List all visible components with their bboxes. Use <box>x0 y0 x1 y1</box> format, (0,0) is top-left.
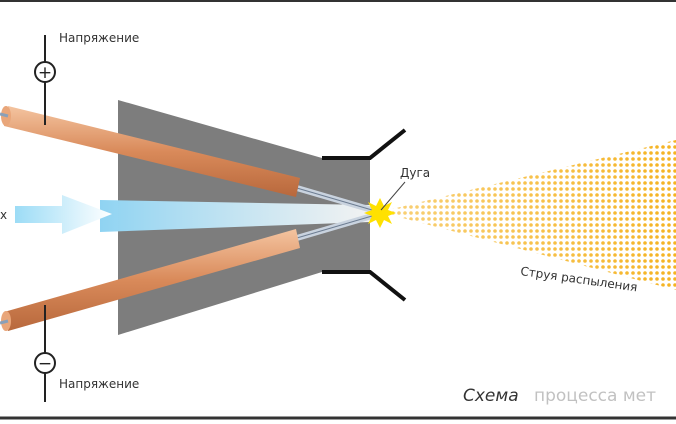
air-arrow-icon <box>15 195 112 234</box>
electrode-top <box>0 106 300 197</box>
arc-spark-icon <box>364 198 396 228</box>
wire-bottom-edge <box>289 215 373 241</box>
wire-top-edge <box>289 185 373 211</box>
arc-label: Дуга <box>400 166 430 180</box>
minus-icon: − <box>34 352 56 374</box>
caption-main: Схема <box>463 386 519 406</box>
caption-watermarked: процесса мет <box>534 386 656 406</box>
spray-cone-fade <box>380 140 676 290</box>
nozzle-bottom-edge <box>322 270 407 302</box>
nozzle-top-edge <box>322 128 407 160</box>
electrode-bottom <box>0 229 300 331</box>
minus-symbol: − <box>38 354 52 374</box>
voltage-label-bottom: Напряжение <box>59 377 139 391</box>
voltage-label-top: Напряжение <box>59 31 139 45</box>
air-label: х <box>0 208 7 222</box>
arc-pointer-line <box>380 181 406 211</box>
air-stream <box>100 200 370 232</box>
plus-icon: + <box>34 61 56 83</box>
plus-symbol: + <box>38 63 52 83</box>
